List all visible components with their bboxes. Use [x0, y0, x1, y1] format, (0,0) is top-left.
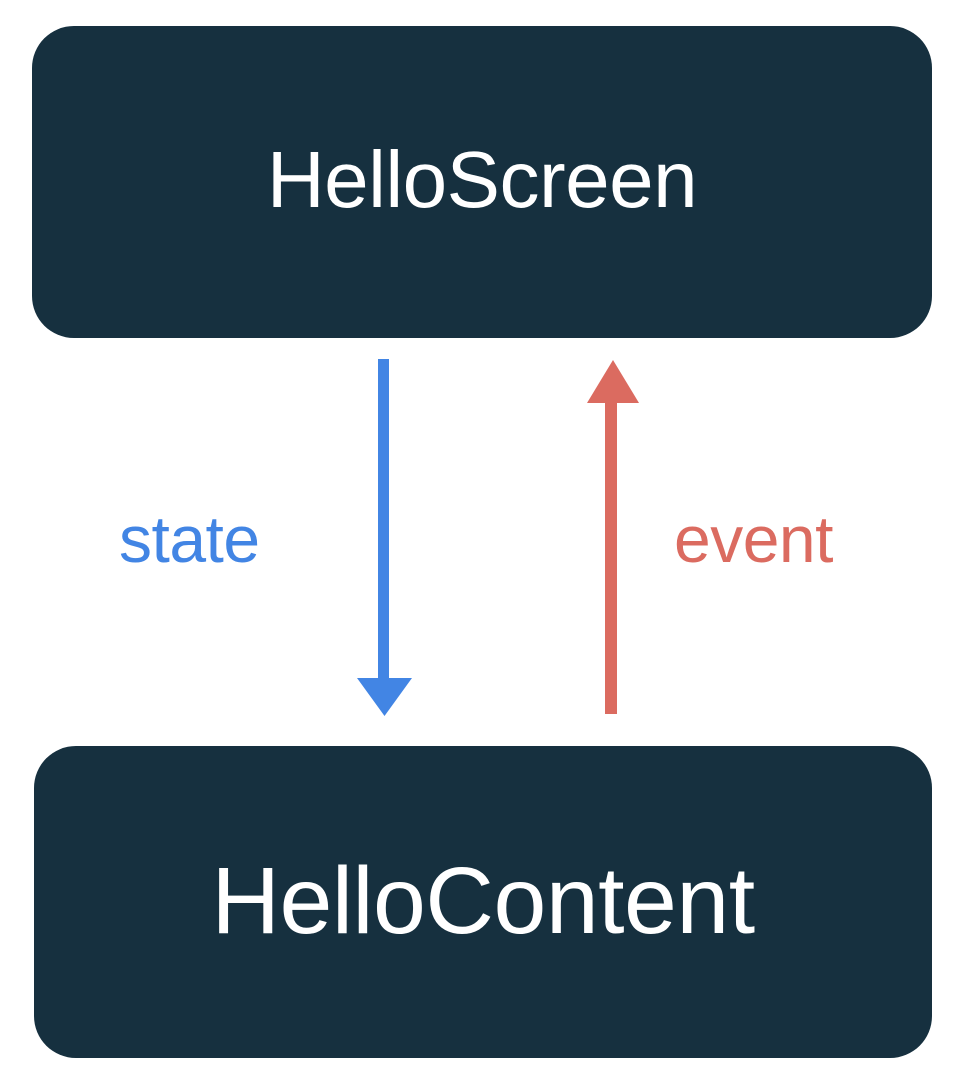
event-arrow-shaft [605, 400, 617, 714]
node-hello-screen[interactable]: HelloScreen [32, 26, 932, 338]
arrow-down-icon [357, 678, 412, 716]
event-arrow [587, 360, 639, 714]
node-hello-content-label: HelloContent [211, 847, 755, 954]
state-arrow [357, 359, 412, 716]
edge-label-state: state [119, 502, 260, 576]
node-hello-screen-label: HelloScreen [266, 135, 698, 224]
state-arrow-shaft [378, 359, 389, 681]
arrow-up-icon [587, 360, 639, 403]
node-hello-content[interactable]: HelloContent [34, 746, 932, 1058]
edge-label-event: event [674, 502, 833, 576]
